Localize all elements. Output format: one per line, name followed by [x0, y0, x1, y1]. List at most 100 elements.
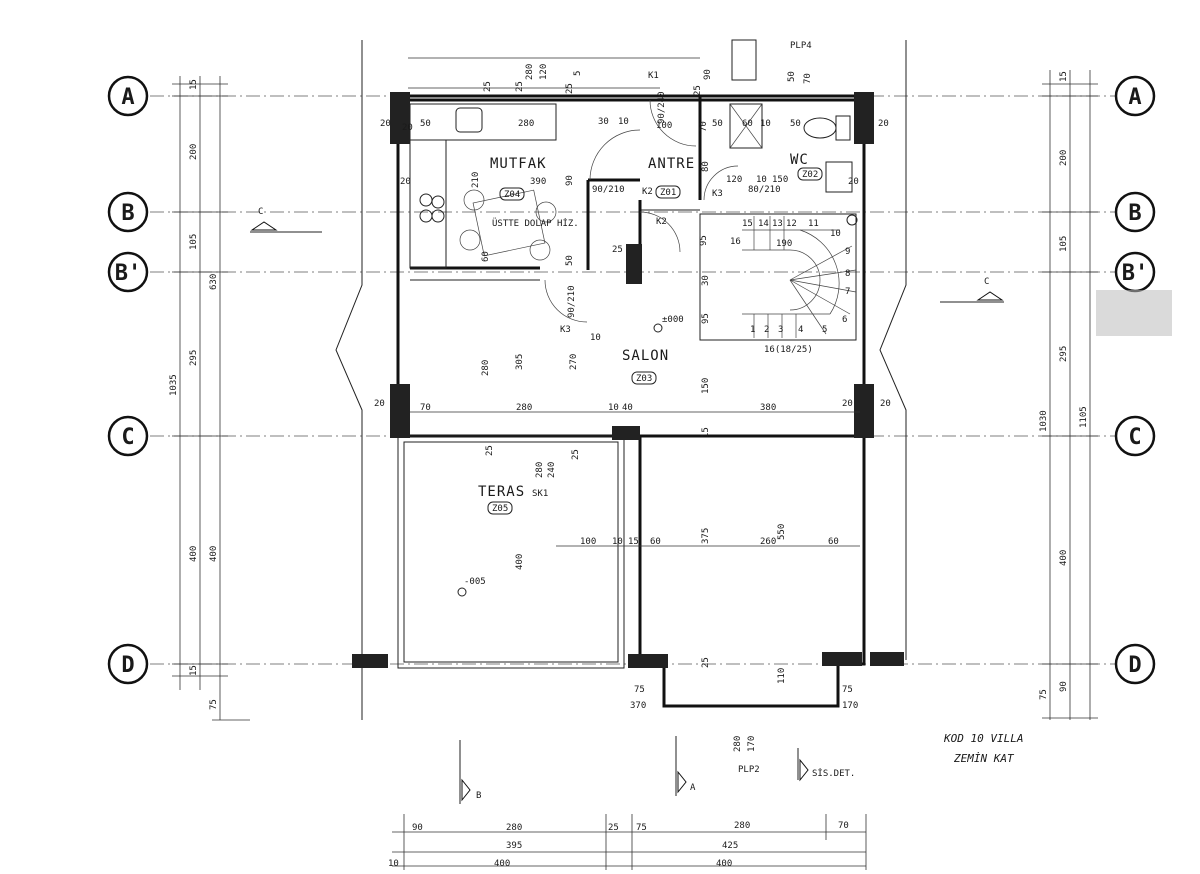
dim-int: 15	[628, 537, 639, 547]
axis-marker-b: B	[107, 191, 149, 233]
dim-top-120: 120	[539, 64, 549, 80]
dim-left-15: 15	[189, 79, 199, 90]
stair-num: 3	[778, 325, 783, 335]
dim-bottom-75: 75	[636, 823, 647, 833]
axis-c-label: C	[121, 425, 134, 450]
section-arrow-right-icon	[976, 291, 1004, 301]
dim-int: 25	[485, 445, 495, 456]
room-salon-label: SALON	[622, 348, 669, 364]
section-arrow-left-icon	[250, 221, 278, 231]
dim-left-200: 200	[189, 144, 199, 160]
door-80-210-label: 80/210	[748, 185, 781, 195]
room-teras-label: TERAS	[478, 484, 525, 500]
dim-int: 20	[380, 119, 391, 129]
dimension-chain-top: 280 120 25 5 25 25 90 25 50 70	[408, 57, 813, 96]
dim-left-295: 295	[189, 350, 199, 366]
kitchen-fixtures	[409, 103, 557, 269]
axis-b-prime-label: B'	[115, 261, 142, 286]
door-k1-swing	[649, 99, 697, 147]
dimension-chain-right: 15 200 105 295 1030 1105 400 90 75	[1039, 70, 1098, 720]
dim-left-105: 105	[189, 234, 199, 250]
dim-top-25b: 25	[515, 81, 525, 92]
dim-right-400: 400	[1059, 550, 1069, 566]
dim-int: 15	[701, 427, 711, 438]
door-k3-label: K3	[712, 189, 723, 199]
dim-top-25d: 25	[693, 85, 703, 96]
stair-num: 15	[742, 219, 753, 229]
axis-d-right-label: D	[1128, 653, 1141, 678]
dim-bottom-25: 25	[608, 823, 619, 833]
dim-int: 305	[515, 354, 525, 370]
spiral-stair	[742, 214, 858, 338]
handwritten-title-line1: KOD 10 VILLA	[943, 732, 1023, 745]
door-90-210-label: 90/210	[592, 185, 625, 195]
dim-int: 210	[471, 172, 481, 188]
axis-marker-d: D	[107, 643, 149, 685]
section-c-right-label: C	[984, 277, 989, 287]
door-k2-label: K2	[656, 217, 667, 227]
stair-num: 9	[845, 247, 850, 257]
dim-int: 10	[590, 333, 601, 343]
axis-a-right-label: A	[1128, 85, 1141, 110]
level-marker-icon	[653, 323, 663, 333]
room-wc-label: WC	[790, 152, 809, 168]
dim-int: 60	[650, 537, 661, 547]
room-antre-code: Z01	[660, 188, 676, 198]
dim-int: 40	[622, 403, 633, 413]
stair-enclosure	[699, 213, 857, 341]
dim-int: 400	[515, 554, 525, 570]
section-a-label: A	[690, 783, 696, 793]
dim-int: 20	[374, 399, 385, 409]
dim-right-1105: 1105	[1079, 406, 1089, 428]
door-k2-swing	[589, 129, 641, 181]
dim-int: 50	[420, 119, 431, 129]
dim-left-1035: 1035	[169, 374, 179, 396]
stair-num: 4	[798, 325, 803, 335]
axis-marker-a-right: A	[1114, 75, 1156, 117]
misc-labels: K1 90/240 K2 90/210 K2 K3 80/210 K3 90/2…	[250, 41, 1172, 804]
room-mutfak-label: MUTFAK	[490, 156, 547, 172]
door-90-210-low-label: 90/210	[567, 285, 577, 318]
room-mutfak-code: Z04	[504, 190, 520, 200]
sis-det-arrow-icon	[799, 758, 809, 782]
dim-int: 60	[481, 251, 491, 262]
dim-top-25a: 25	[483, 81, 493, 92]
dim-bottom-280b: 280	[734, 821, 750, 831]
dim-bottom-400: 400	[494, 859, 510, 869]
stair-num: 6	[842, 315, 847, 325]
room-teras-code: Z05	[492, 504, 508, 514]
dim-int: 20	[878, 119, 889, 129]
dim-int: 50	[712, 119, 723, 129]
door-k1-label: K1	[648, 71, 659, 81]
axis-marker-b-prime-right: B'	[1114, 251, 1156, 293]
room-labels: MUTFAK Z04 ANTRE Z01 WC Z02 SALON Z03 TE…	[478, 152, 823, 515]
smudge	[1096, 290, 1172, 336]
dim-int: 60	[828, 537, 839, 547]
level-teras-label: -005	[464, 577, 486, 587]
dim-int: 80	[701, 161, 711, 172]
room-salon-code: Z03	[636, 374, 652, 384]
stair-num: 7	[845, 287, 850, 297]
dim-int: 270	[569, 354, 579, 370]
toilet-icon	[803, 117, 837, 139]
dim-int: 150	[701, 378, 711, 394]
dim-int: 20	[848, 177, 859, 187]
stair-num: 16	[730, 237, 741, 247]
dim-int: 100	[580, 537, 596, 547]
dim-int: 70	[420, 403, 431, 413]
dim-int: 550	[777, 524, 787, 540]
dim-int: 20	[842, 399, 853, 409]
dim-top-25c: 25	[565, 83, 575, 94]
dim-right-15: 15	[1059, 71, 1069, 82]
dim-int: 90	[565, 175, 575, 186]
room-wc-code: Z02	[802, 170, 818, 180]
teras-outline	[397, 435, 625, 669]
dim-top-90: 90	[703, 69, 713, 80]
dim-right-295: 295	[1059, 346, 1069, 362]
dim-int: 390	[530, 177, 546, 187]
stair-num: 2	[764, 325, 769, 335]
door-k3-swing	[544, 279, 588, 323]
dining-table-icon	[472, 189, 546, 257]
dim-right-75: 75	[1039, 689, 1049, 700]
